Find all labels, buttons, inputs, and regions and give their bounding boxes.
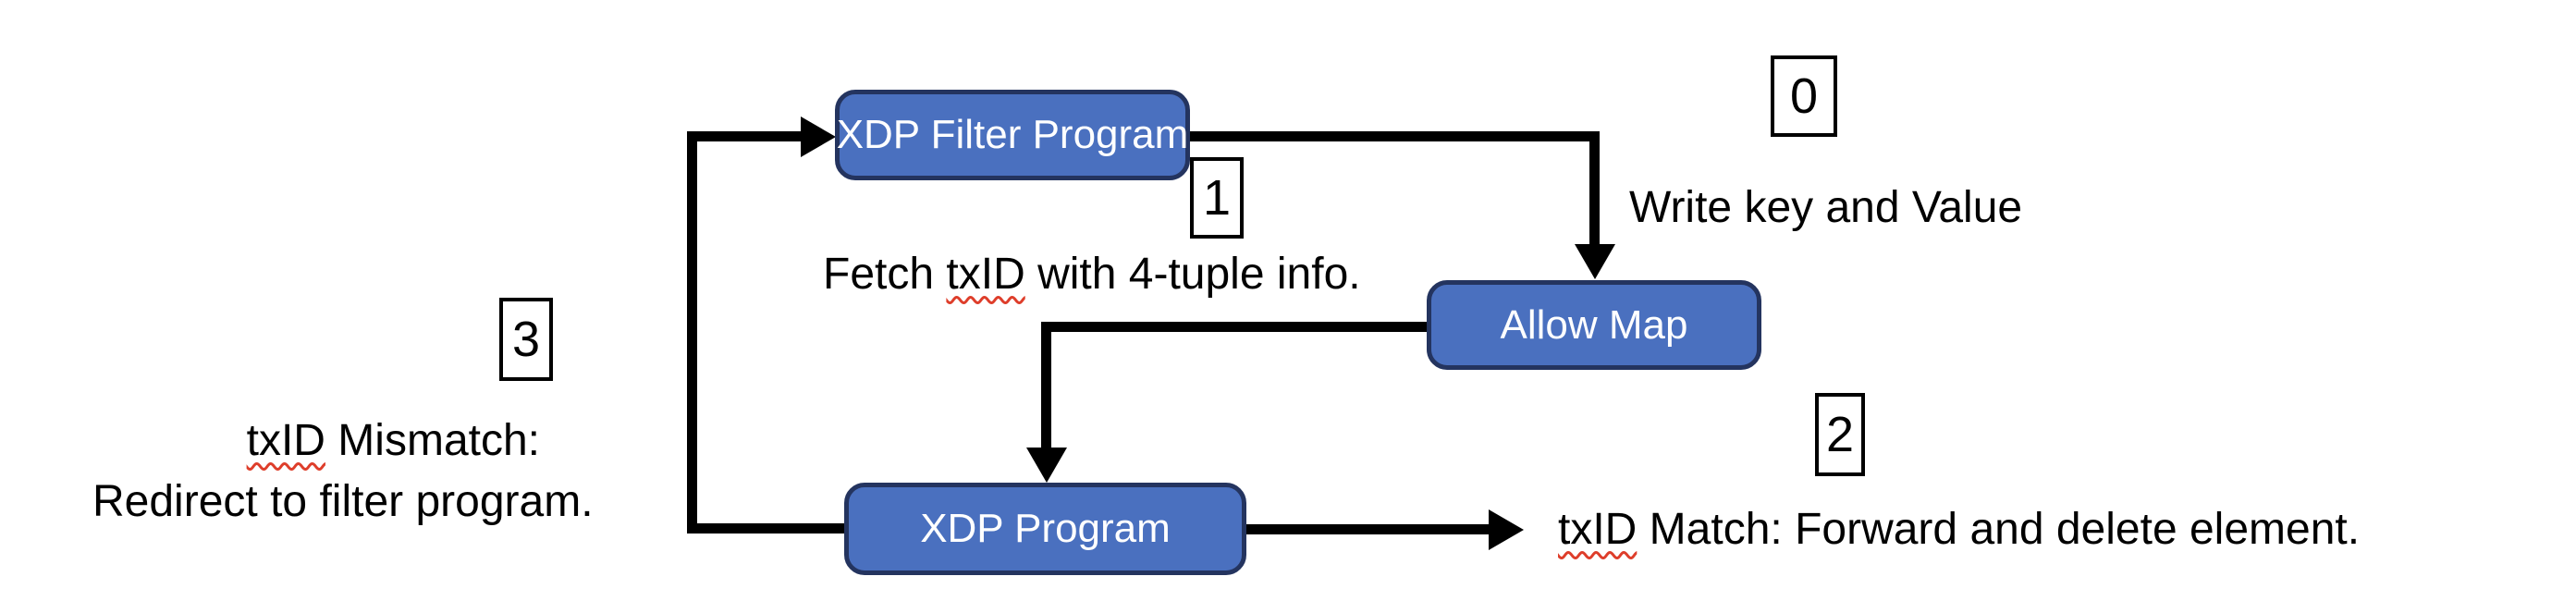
connector-xdpprogram-forward-line (1246, 524, 1490, 534)
connector-redirect-loop-vertical-line (687, 131, 697, 534)
annotation-fetch-txid-word: txID (946, 250, 1025, 299)
step-badge-2: 2 (1815, 393, 1865, 476)
annotation-txid-mismatch: txID Mismatch: Redirect to filter progra… (92, 411, 594, 533)
connector-redirect-loop-bottom-line (687, 523, 844, 534)
arrowhead-into-allow-map (1575, 244, 1615, 279)
annotation-mismatch-line1-text: Mismatch: (325, 416, 540, 465)
annotation-txid-match: txID Match: Forward and delete element. (1558, 501, 2360, 558)
node-xdp-filter-program-label: XDP Filter Program (836, 112, 1189, 157)
annotation-write-key-text: Write key and Value (1629, 183, 2023, 232)
step-badge-1: 1 (1190, 157, 1244, 239)
connector-allowmap-to-xdpprogram-horizontal-line (1046, 322, 1427, 332)
annotation-fetch-txid: Fetch txID with 4-tuple info. (823, 246, 1361, 303)
connector-allowmap-to-xdpprogram-vertical-line (1041, 322, 1051, 449)
annotation-match-post-text: Match: Forward and delete element. (1637, 505, 2361, 554)
annotation-mismatch-line2-text: Redirect to filter program. (92, 477, 594, 526)
node-xdp-filter-program: XDP Filter Program (835, 90, 1190, 180)
step-badge-1-number: 1 (1202, 170, 1232, 226)
step-badge-2-number: 2 (1825, 407, 1855, 462)
annotation-fetch-post-text: with 4-tuple info. (1024, 250, 1361, 299)
annotation-mismatch-line1: txID Mismatch: (92, 411, 540, 472)
annotation-mismatch-line2: Redirect to filter program. (92, 472, 594, 533)
step-badge-0: 0 (1771, 55, 1837, 137)
node-allow-map-label: Allow Map (1500, 301, 1688, 348)
annotation-mismatch-txid-word: txID (246, 416, 325, 465)
annotation-fetch-pre-text: Fetch (823, 250, 947, 299)
connector-filter-to-allowmap-horizontal-line (1190, 131, 1600, 141)
arrowhead-into-xdp-filter-program (801, 117, 836, 157)
annotation-match-txid-word: txID (1558, 505, 1638, 554)
node-xdp-program: XDP Program (844, 483, 1246, 575)
step-badge-0-number: 0 (1789, 68, 1819, 124)
node-allow-map: Allow Map (1427, 280, 1761, 370)
step-badge-3-number: 3 (511, 312, 541, 367)
connector-redirect-loop-top-line (687, 131, 804, 141)
step-badge-3: 3 (499, 298, 553, 381)
connector-filter-to-allowmap-vertical-line (1589, 131, 1600, 248)
arrowhead-forward-match (1489, 509, 1524, 550)
node-xdp-program-label: XDP Program (920, 506, 1171, 551)
annotation-write-key-and-value: Write key and Value (1629, 179, 2022, 237)
arrowhead-into-xdp-program (1026, 448, 1067, 483)
